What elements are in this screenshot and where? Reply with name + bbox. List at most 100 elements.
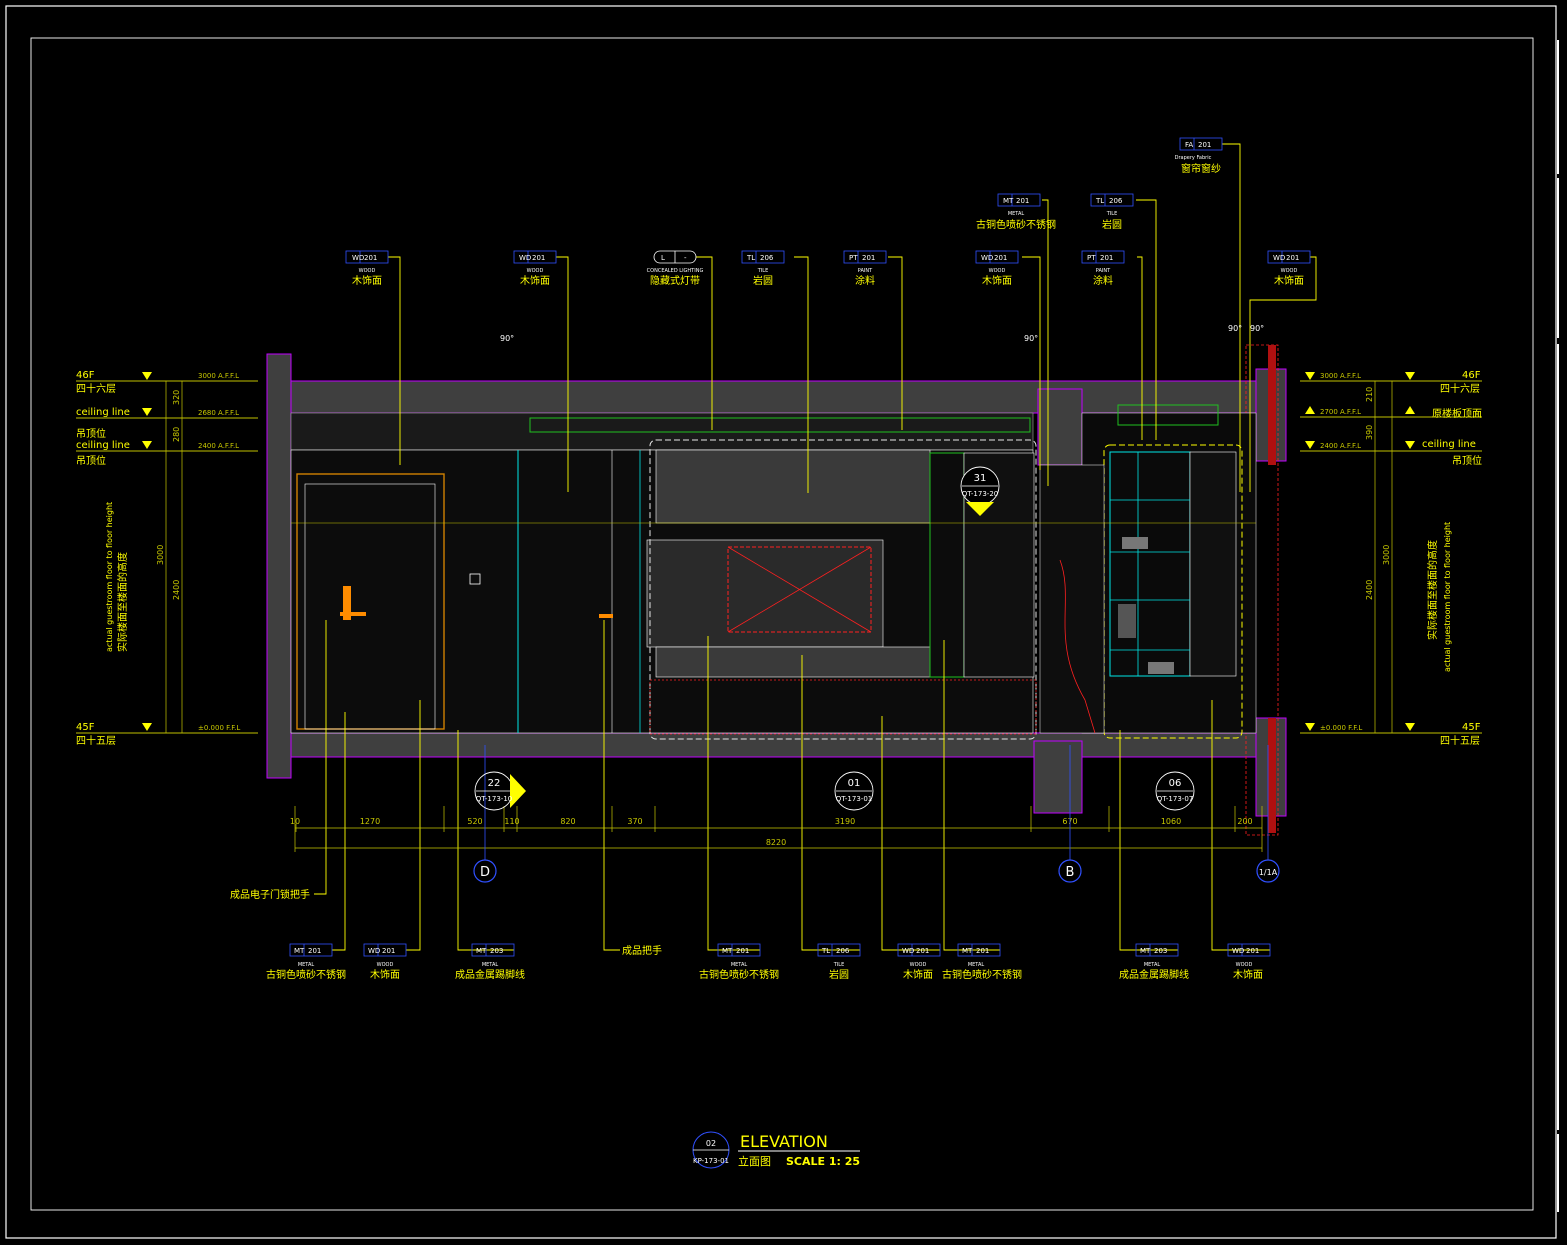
tag-chinese: 木饰面: [520, 274, 550, 287]
material-tag: PT 201 PAINT 涂料: [1081, 250, 1125, 287]
vertical-label-en: actual guestroom floor to floor height: [105, 502, 114, 652]
title-block: 02 KP-173-01 ELEVATION 立面图 SCALE 1: 25: [692, 1131, 860, 1169]
grid-bubble-b: B: [1058, 859, 1082, 883]
tag-english: WOOD: [1236, 962, 1253, 968]
ceiling-pos-label: 吊顶位: [1452, 454, 1482, 467]
tag-english: Drapery Fabric: [1175, 155, 1212, 161]
tag-chinese: 木饰面: [1233, 968, 1263, 981]
dim-value: 520: [467, 817, 482, 826]
angle-marks: 90° 90° 90° 90°: [500, 324, 1264, 343]
tag-english: METAL: [1008, 211, 1025, 217]
material-tag: MT 203 METAL 成品金属踢脚线: [1119, 943, 1189, 981]
angle-mark: 90°: [500, 334, 514, 343]
dim-value: 110: [504, 817, 519, 826]
level-46f: 46F: [1462, 370, 1481, 381]
section-number: 31: [974, 473, 987, 484]
tag-chinese: 古铜色喷砂不锈钢: [699, 968, 779, 981]
dim-value: 1060: [1161, 817, 1181, 826]
tag-code: MT: [1140, 947, 1151, 955]
top-material-tags: WD 201 WOOD 木饰面 WD 201 WOOD 木饰面 L - CONC…: [345, 137, 1311, 287]
plain-notes: 成品电子门锁把手 成品把手: [230, 888, 662, 957]
material-tag: MT 203 METAL 成品金属踢脚线: [455, 943, 525, 981]
tag-chinese: 成品金属踢脚线: [455, 968, 525, 981]
building-structure: [266, 344, 1287, 836]
tag-number: 201: [1198, 141, 1211, 149]
tag-english: WOOD: [377, 962, 394, 968]
tag-chinese: 涂料: [855, 274, 875, 287]
tag-chinese: 木饰面: [903, 968, 933, 981]
vertical-label-cn: 实际楼面至楼面的高度: [116, 552, 129, 652]
ceiling-line-label: ceiling line: [76, 407, 130, 418]
section-ref: 01 QT-173-01: [834, 771, 874, 811]
tag-number: 201: [994, 254, 1007, 262]
tag-chinese: 岩圆: [753, 274, 773, 287]
vertical-dim: 390: [1365, 425, 1374, 440]
grid-bubbles: D B 1/1A: [473, 745, 1280, 883]
grid-bubble-1a: 1/1A: [1256, 859, 1280, 883]
tag-number: 201: [1286, 254, 1299, 262]
vertical-dim: 3000: [156, 545, 165, 565]
tag-chinese: 隐藏式灯带: [650, 274, 700, 287]
section-number: 06: [1169, 778, 1182, 789]
level-46f-cn: 四十六层: [76, 382, 116, 395]
tag-english: TILE: [757, 268, 768, 274]
tag-chinese: 古铜色喷砂不锈钢: [976, 218, 1056, 231]
tag-chinese: 岩圆: [829, 968, 849, 981]
grid-label: 1/1A: [1259, 868, 1278, 877]
dim-value: 370: [627, 817, 642, 826]
tag-chinese: 古铜色喷砂不锈钢: [942, 968, 1022, 981]
tag-chinese: 成品金属踢脚线: [1119, 968, 1189, 981]
level-45f: 45F: [76, 722, 95, 733]
tag-code: MT: [1003, 197, 1014, 205]
horizontal-dimensions: 10 1270 520 110 820 370 3190 670 1060 20…: [290, 806, 1263, 852]
section-references: 22 QT-173-10 01 QT-173-01 06 QT-173-07 3…: [474, 466, 1195, 811]
tag-english: METAL: [968, 962, 985, 968]
tag-chinese: 木饰面: [1274, 274, 1304, 287]
vertical-dim: 2400: [1365, 580, 1374, 600]
tag-code: MT: [722, 947, 733, 955]
tag-chinese: 木饰面: [352, 274, 382, 287]
vertical-label-en: actual guestroom floor to floor height: [1443, 522, 1452, 672]
tag-number: 201: [1100, 254, 1113, 262]
section-number: 01: [848, 778, 861, 789]
tag-english: WOOD: [1281, 268, 1298, 274]
section-sheet: QT-173-01: [836, 795, 872, 803]
angle-mark: 90°: [1024, 334, 1038, 343]
door-lock-note: 成品电子门锁把手: [230, 888, 310, 901]
vertical-dim: 320: [172, 390, 181, 405]
tag-english: TILE: [833, 962, 844, 968]
tag-code: WD: [368, 947, 380, 955]
material-tag: PT 201 PAINT 涂料: [843, 250, 887, 287]
dim-value: 200: [1237, 817, 1252, 826]
level-value: 3000 A.F.F.L: [198, 372, 239, 380]
tag-code: PT: [1087, 254, 1096, 262]
tag-code: FA: [1185, 141, 1193, 149]
tag-chinese: 窗帘窗纱: [1181, 162, 1221, 175]
ceiling-line-label: ceiling line: [76, 440, 130, 451]
dim-value: 820: [560, 817, 575, 826]
tag-code: MT: [294, 947, 305, 955]
level-value: 2680 A.F.F.L: [198, 409, 239, 417]
material-tag: TL 206 TILE 岩圆: [817, 943, 861, 981]
tag-number: 201: [916, 947, 929, 955]
tag-code: WD: [1273, 254, 1285, 262]
tag-code: PT: [849, 254, 858, 262]
tag-code: WD: [519, 254, 531, 262]
material-tag: WD 201 WOOD 木饰面: [1227, 943, 1271, 981]
level-45f: 45F: [1462, 722, 1481, 733]
tag-chinese: 涂料: [1093, 274, 1113, 287]
material-tag: MT 201 METAL 古铜色喷砂不锈钢: [266, 943, 346, 981]
tag-number: 203: [490, 947, 503, 955]
tag-english: METAL: [1144, 962, 1161, 968]
level-value: ±0.000 F.F.L: [1320, 724, 1362, 732]
tag-number: 201: [1246, 947, 1259, 955]
slab-top-label: 原楼板顶面: [1432, 407, 1482, 420]
tag-number: 201: [1016, 197, 1029, 205]
material-tag: WD 201 WOOD 木饰面: [363, 943, 407, 981]
level-triangles: [142, 372, 152, 731]
material-tag: WD 201 WOOD 木饰面: [975, 250, 1019, 287]
tag-chinese: 木饰面: [982, 274, 1012, 287]
tag-number: 203: [1154, 947, 1167, 955]
